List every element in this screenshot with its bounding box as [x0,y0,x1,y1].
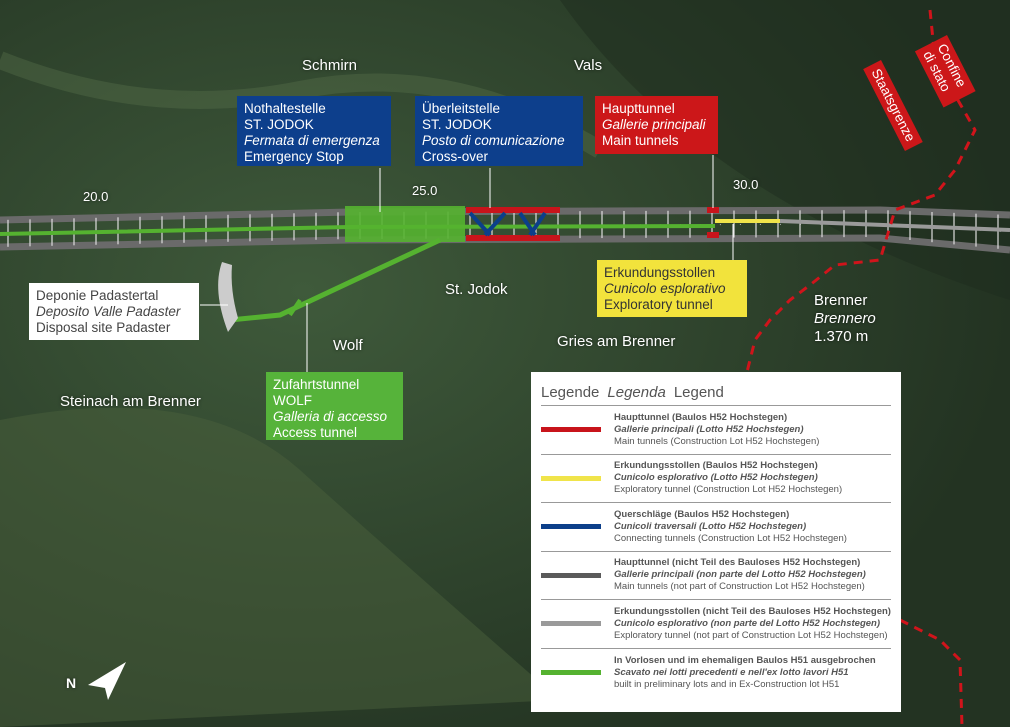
legend-it: Gallerie principali (Lotto H52 Hochstege… [614,423,804,435]
de-text: Haupttunnel [602,101,675,116]
legend-swatch [541,621,601,627]
km-30: 30.0 [733,177,759,192]
legend-en: built in preliminary lots and in Ex-Cons… [614,678,840,690]
legend-title-en: Legend [673,384,724,401]
emergency-stop-area [345,206,465,242]
it-text: Deposito Valle Padaster [36,304,181,319]
state-border-south [899,618,964,727]
place-steinach: Steinach am Brenner [60,393,201,410]
it-text: Galleria di accesso [273,409,388,424]
legend-text: Erkundungsstollen (Baulos H52 Hochstegen… [614,460,842,496]
legend-de: Haupttunnel (nicht Teil des Bauloses H52… [614,557,861,569]
legend-en: Main tunnels (not part of Construction L… [614,581,865,593]
en-text: Emergency Stop [244,149,344,164]
yellow-exploratory-tunnel [715,219,780,223]
it-text: Fermata di emergenza [244,133,380,148]
de-text: Erkundungsstollen [604,265,716,280]
legend-it: Cunicoli traversali (Lotto H52 Hochstege… [614,520,807,532]
en-text: Disposal site Padaster [36,320,171,335]
legend-en: Main tunnels (Construction Lot H52 Hochs… [614,435,820,447]
legend-it: Cunicolo esplorativo (non parte del Lott… [614,617,881,629]
legend-swatch [541,524,601,530]
legend-title: Legende Legenda Legend [541,384,891,406]
brenner-altitude: 1.370 m [814,328,869,345]
brenner-de: Brenner [814,292,868,309]
red-main-tunnel-top [466,207,560,213]
main-tunnel-gray [0,206,1010,254]
brenner-it: Brennero [814,310,876,327]
legend-text: Erkundungsstollen (nicht Teil des Baulos… [614,606,891,642]
legend-swatch [541,427,601,433]
legend-item: Haupttunnel (nicht Teil des Bauloses H52… [541,552,891,600]
legend-item: Erkundungsstollen (Baulos H52 Hochstegen… [541,455,891,503]
legend-de: Erkundungsstollen (nicht Teil des Baulos… [614,605,891,617]
legend-swatch [541,670,601,676]
it-text: Gallerie principali [602,117,706,132]
de-text: Überleitstelle [422,101,501,116]
de-text: Nothaltestelle [244,101,326,116]
it-text: Cunicolo esplorativo [604,281,726,296]
legend-item: Haupttunnel (Baulos H52 Hochstegen)Galle… [541,406,891,455]
legend-de: Haupttunnel (Baulos H52 Hochstegen) [614,411,788,423]
legend-en: Exploratory tunnel (Construction Lot H52… [614,484,843,496]
legend-it: Cunicolo esplorativo (Lotto H52 Hochsteg… [614,472,818,484]
place-st-jodok: St. Jodok [445,281,508,298]
red-main-tunnel-bottom [466,235,560,241]
legend-swatch [541,572,601,578]
place-vals: Vals [574,57,603,74]
name-text: ST. JODOK [422,117,492,132]
state-border [743,9,977,381]
en-text: Main tunnels [602,133,679,148]
legend-en: Exploratory tunnel (not part of Construc… [614,629,888,641]
red-main-tunnel-marker-bottom [707,232,719,238]
legend-title-it: Legenda [607,384,666,401]
legend: Legende Legenda Legend Haupttunnel (Baulos… [531,372,901,712]
legend-text: Querschläge (Baulos H52 Hochstegen)Cunic… [614,509,847,545]
legend-item: In Vorlosen und im ehemaligen Baulos H51… [541,649,891,698]
compass-north-label: N [66,675,77,691]
legend-it: Gallerie principali (non parte del Lotto… [614,569,866,581]
legend-it: Scavato nei lotti precedenti e nell'ex l… [614,666,849,678]
name-text: WOLF [273,393,312,408]
en-text: Cross-over [422,149,489,164]
en-text: Exploratory tunnel [604,297,713,312]
legend-de: Erkundungsstollen (Baulos H52 Hochstegen… [614,460,818,472]
en-text: Access tunnel [273,425,358,440]
access-tunnel-wolf [229,237,442,323]
name-text: ST. JODOK [244,117,314,132]
legend-title-de: Legende [541,384,600,401]
crossover-connecting-tunnels [468,211,547,237]
legend-text: Haupttunnel (Baulos H52 Hochstegen)Galle… [614,412,819,448]
legend-en: Connecting tunnels (Construction Lot H52… [614,532,847,544]
legend-text: Haupttunnel (nicht Teil des Bauloses H52… [614,557,866,593]
de-text: Zufahrtstunnel [273,377,360,392]
compass-arrow-icon [88,662,126,700]
leader-lines [200,155,734,372]
legend-de: In Vorlosen und im ehemaligen Baulos H51… [614,654,876,666]
red-main-tunnel-marker-top [707,207,719,213]
legend-de: Querschläge (Baulos H52 Hochstegen) [614,508,790,520]
km-20: 20.0 [83,189,109,204]
access-tunnel-branch [288,298,302,317]
legend-swatch [541,475,601,481]
legend-text: In Vorlosen und im ehemaligen Baulos H51… [614,655,876,691]
legend-item: Erkundungsstollen (nicht Teil des Baulos… [541,600,891,649]
place-schmirn: Schmirn [302,57,358,74]
de-text: Deponie Padastertal [36,288,159,303]
legend-item: Querschläge (Baulos H52 Hochstegen)Cunic… [541,503,891,552]
valley-area [0,407,560,727]
exploratory-gray-line [779,219,1010,232]
km-25: 25.0 [412,183,438,198]
place-wolf: Wolf [333,337,363,354]
it-text: Posto di comunicazione [422,133,565,148]
disposal-site [218,262,238,332]
place-gries: Gries am Brenner [557,333,676,350]
